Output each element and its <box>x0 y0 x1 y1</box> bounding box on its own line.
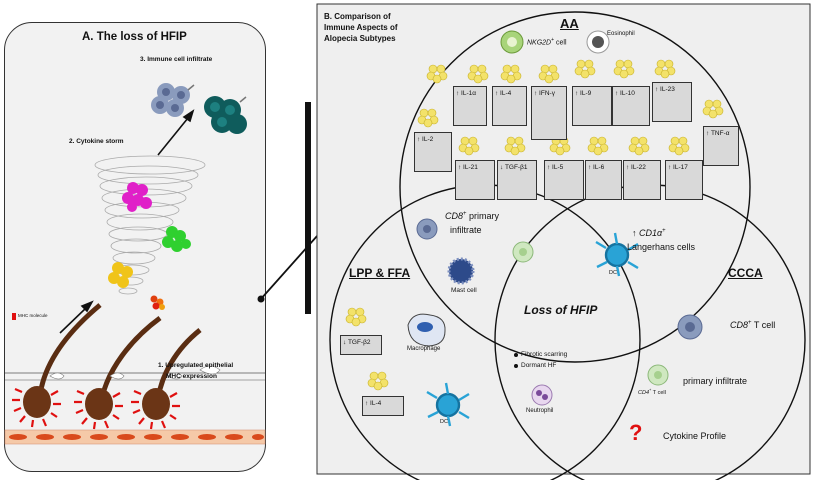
cytokine-box-il4-lpp: ↑ IL-4 <box>362 396 404 416</box>
cytokine-box-il6: ↑ IL-6 <box>585 160 622 200</box>
dc-label-lpp: DC <box>440 419 448 425</box>
magenta-cytokine-cluster <box>122 182 152 212</box>
ccca-label: CCCA <box>728 266 763 280</box>
dc-label-aa: DC <box>609 270 617 276</box>
cytokine-box-il4: ↑ IL-4 <box>492 86 527 126</box>
step2-label: 2. Cytokine storm <box>69 138 124 145</box>
green-cytokine-cluster <box>162 226 191 252</box>
cytokine-box-ifng: ↑ IFN-γ <box>531 86 567 140</box>
loss-of-hfip-label: Loss of HFIP <box>524 303 598 317</box>
cytokine-box-il23: ↑ IL-23 <box>652 82 692 122</box>
cytokine-box-il17: ↑ IL-17 <box>665 160 703 200</box>
fibrotic-scarring-label: Fibrotic scarring <box>521 351 568 358</box>
cytokine-box-tgfb2: ↓ TGF-β2 <box>340 335 382 355</box>
hair-follicles <box>12 303 221 430</box>
cytokine-box-tnfa: ↑ TNF-α <box>703 126 739 166</box>
dc-icon-lpp <box>426 382 470 427</box>
dc-icon-aa <box>595 232 639 277</box>
immune-cell-cluster <box>151 83 247 134</box>
cd8-primary-label: CD8+ primary <box>445 211 500 221</box>
primary-infiltrate-label: primary infiltrate <box>683 376 748 386</box>
ccca-cd8-label: CD8+ T cell <box>730 320 776 330</box>
eosinophil-label: Eosinophil <box>607 31 635 37</box>
aa-label: AA <box>560 16 579 31</box>
panel-b <box>316 3 811 475</box>
neutrophil-label: Neutrophil <box>526 408 554 414</box>
aa-circle <box>399 11 751 363</box>
arrow-to-infiltrate <box>157 109 195 156</box>
cytokine-box-il1a: ↑ IL-1α <box>453 86 487 126</box>
ccca-cd4-label: CD4+ T cell <box>638 387 666 396</box>
nkg2d-label: NKG2D+ cell <box>527 37 567 47</box>
cytokine-box-il10: ↑ IL-10 <box>612 86 650 126</box>
cytokine-box-il9: ↑ IL-9 <box>572 86 612 126</box>
skin-layer <box>4 372 266 445</box>
cytokine-box-il5: ↑ IL-5 <box>544 160 584 200</box>
step3-label: 3. Immune cell infiltrate <box>140 56 213 63</box>
panel-a-title: A. The loss of HFIP <box>82 31 187 43</box>
red-cytokine-cluster <box>150 295 165 310</box>
dormant-hf-label: Dormant HF <box>521 362 557 369</box>
langerhans-label: Langerhans cells <box>627 242 696 252</box>
neutrophil-icon <box>531 384 553 406</box>
cytokine-box-il22: ↑ IL-22 <box>623 160 661 200</box>
macrophage-label: Macrophage <box>407 346 441 352</box>
question-mark-icon: ? <box>629 420 643 445</box>
step1-label-2: MHC expression <box>166 373 217 380</box>
cytokine-box-il21: ↑ IL-21 <box>455 160 495 200</box>
arrow-to-storm <box>59 300 94 334</box>
cytokine-profile-label: Cytokine Profile <box>663 431 727 441</box>
mast-cell-label: Mast cell <box>451 287 477 294</box>
mhc-legend-swatch <box>12 313 16 320</box>
mast-cell-icon <box>447 257 475 285</box>
cytokine-box-il2: ↑ IL-2 <box>414 132 452 172</box>
lpp-ffa-label: LPP & FFA <box>349 266 411 280</box>
mhc-legend-label: MHC molecule <box>18 313 48 318</box>
cd1a-label: ↑ CD1α+ <box>632 228 666 238</box>
cytokine-icons <box>345 59 724 391</box>
infiltrate-label: infiltrate <box>450 225 482 235</box>
step1-label: 1. Upregulated epithelial <box>158 362 234 369</box>
panel-b-title: B. Comparison of Immune Aspects of Alope… <box>324 12 398 43</box>
cytokine-box-tgfb1: ↓ TGF-β1 <box>497 160 537 200</box>
yellow-cytokine-cluster <box>108 262 133 288</box>
